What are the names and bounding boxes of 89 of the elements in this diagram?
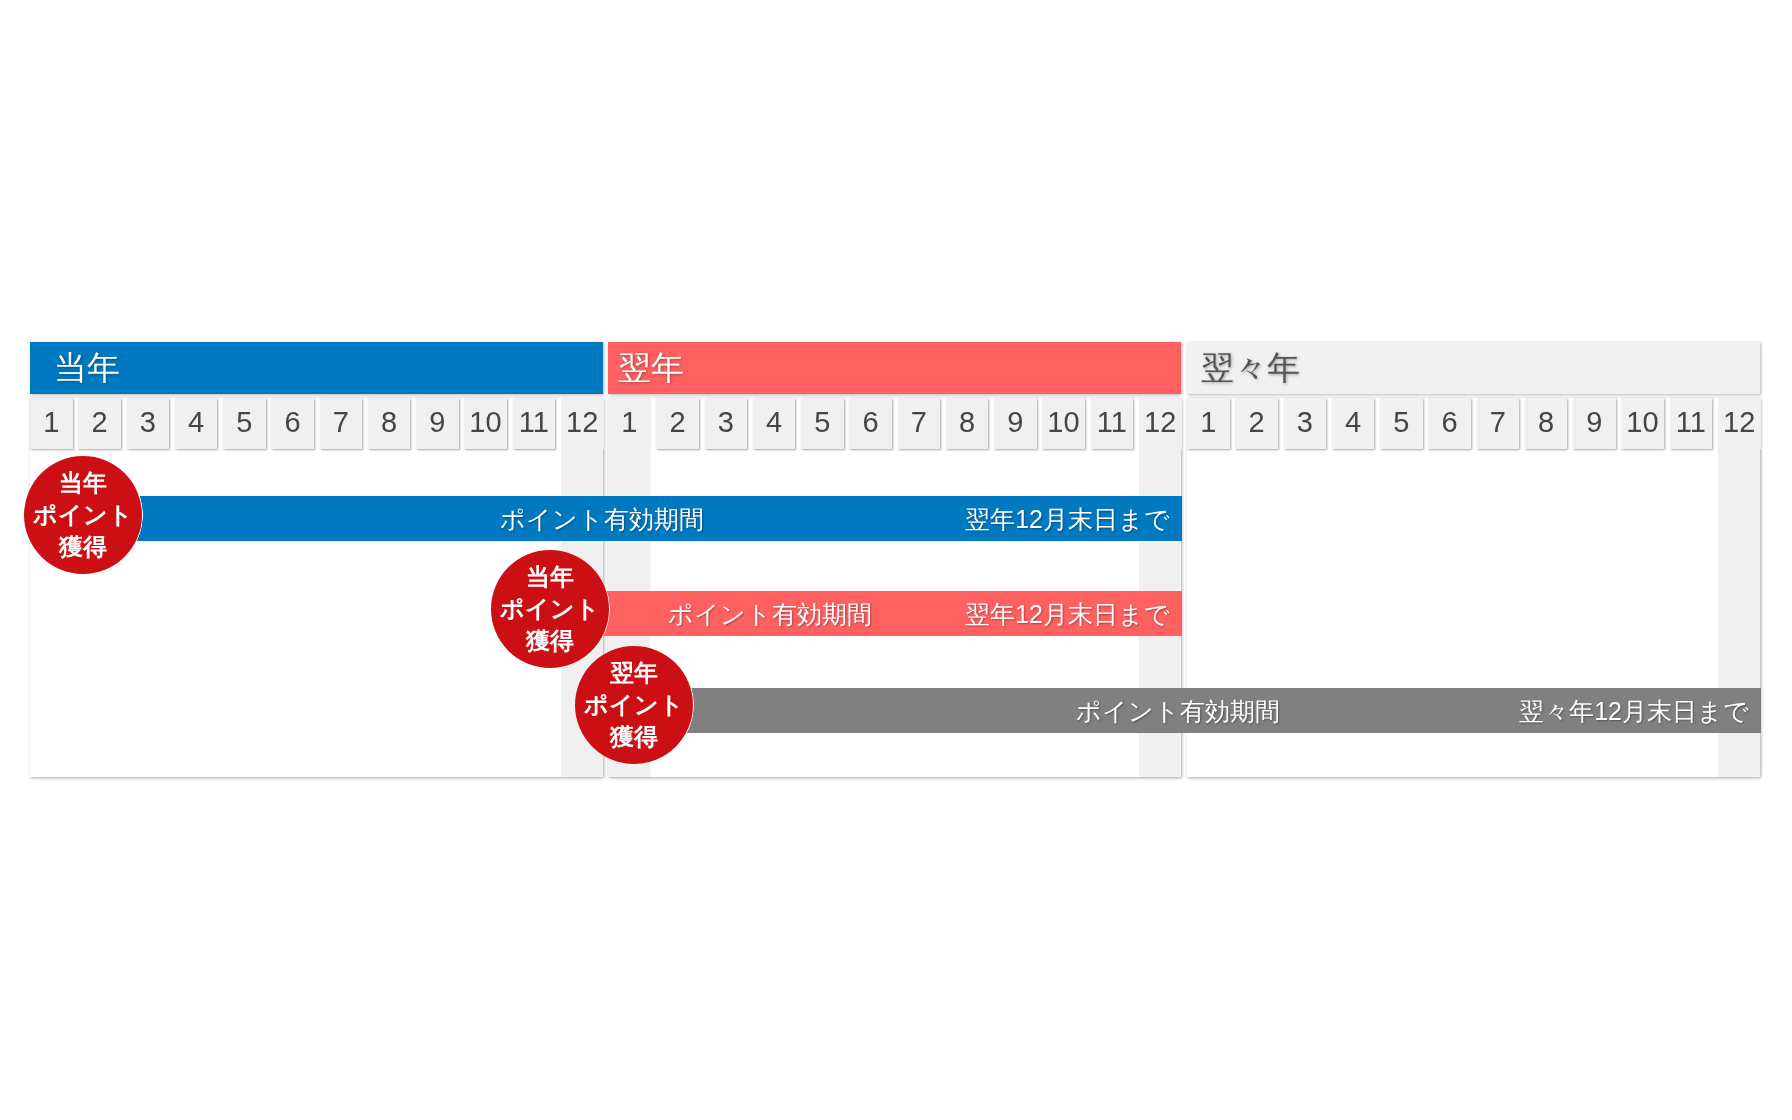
month-cell bbox=[416, 398, 459, 449]
month-number: 2 bbox=[669, 406, 686, 440]
month-cell bbox=[1235, 398, 1278, 449]
month-number: 1 bbox=[621, 406, 638, 440]
month-number: 9 bbox=[429, 406, 446, 440]
month-number: 3 bbox=[139, 406, 156, 440]
month-cell bbox=[1621, 398, 1664, 449]
month-cell bbox=[223, 398, 266, 449]
month-number: 10 bbox=[1626, 406, 1659, 440]
month-number: 3 bbox=[717, 406, 734, 440]
year-label: 当年 bbox=[54, 349, 120, 387]
badge-label: 翌年ポイント獲得 bbox=[584, 658, 684, 752]
month-cell bbox=[367, 398, 411, 449]
month-number: 9 bbox=[1007, 406, 1024, 440]
badge-label: 当年ポイント獲得 bbox=[500, 562, 600, 656]
month-cell bbox=[1138, 398, 1182, 449]
month-number: 5 bbox=[1393, 406, 1410, 440]
period-label: ポイント有効期間 bbox=[500, 503, 704, 534]
month-number: 9 bbox=[1586, 406, 1603, 440]
badge-label: 当年ポイント獲得 bbox=[33, 468, 133, 562]
month-number: 8 bbox=[958, 406, 976, 440]
month-cell bbox=[897, 398, 940, 449]
month-number: 8 bbox=[380, 406, 398, 440]
deadline-label: 翌年12月末日まで bbox=[965, 503, 1170, 534]
deadline-label: 翌々年12月末日まで bbox=[1519, 695, 1749, 726]
month-cell bbox=[1042, 398, 1085, 449]
month-number: 12 bbox=[566, 406, 599, 440]
period-label: ポイント有効期間 bbox=[668, 598, 872, 629]
month-cell bbox=[126, 398, 169, 449]
month-number: 1 bbox=[43, 406, 60, 440]
month-cell bbox=[1380, 398, 1423, 449]
month-cell bbox=[1428, 398, 1471, 449]
month-cell bbox=[945, 398, 989, 449]
month-cell bbox=[30, 398, 73, 449]
year-header-band bbox=[1187, 342, 1760, 394]
month-number: 7 bbox=[910, 406, 927, 440]
month-number: 4 bbox=[1344, 406, 1362, 440]
month-cell bbox=[174, 398, 218, 449]
year-label: 翌々年 bbox=[1201, 349, 1300, 387]
month-cell bbox=[1717, 398, 1761, 449]
validity-period-bar bbox=[685, 688, 1761, 733]
month-cell bbox=[512, 398, 555, 449]
year-header-band bbox=[30, 342, 603, 394]
month-number: 7 bbox=[332, 406, 349, 440]
month-cell bbox=[994, 398, 1037, 449]
month-number: 4 bbox=[187, 406, 205, 440]
month-cell bbox=[1090, 398, 1133, 449]
month-cell bbox=[1187, 398, 1230, 449]
month-cell bbox=[704, 398, 747, 449]
month-number: 6 bbox=[284, 406, 301, 440]
month-number: 7 bbox=[1489, 406, 1506, 440]
validity-period-bar bbox=[602, 591, 1182, 636]
year-header-band bbox=[608, 342, 1181, 394]
month-cell bbox=[560, 398, 604, 449]
month-cell bbox=[271, 398, 314, 449]
month-cell bbox=[1283, 398, 1326, 449]
month-cell bbox=[319, 398, 362, 449]
month-number: 6 bbox=[862, 406, 879, 440]
month-cell bbox=[464, 398, 507, 449]
month-cell bbox=[656, 398, 699, 449]
month-cell bbox=[849, 398, 892, 449]
month-number: 8 bbox=[1537, 406, 1555, 440]
month-number: 1 bbox=[1200, 406, 1217, 440]
month-number: 3 bbox=[1296, 406, 1313, 440]
month-cell bbox=[1476, 398, 1519, 449]
month-cell bbox=[1573, 398, 1616, 449]
month-cell bbox=[801, 398, 844, 449]
month-number: 12 bbox=[1723, 406, 1756, 440]
month-cell bbox=[752, 398, 796, 449]
month-cell bbox=[1331, 398, 1375, 449]
month-number: 5 bbox=[814, 406, 831, 440]
month-number: 10 bbox=[1047, 406, 1080, 440]
year-label: 翌年 bbox=[618, 349, 684, 387]
month-number: 2 bbox=[1248, 406, 1265, 440]
month-number: 5 bbox=[236, 406, 253, 440]
month-number: 12 bbox=[1144, 406, 1177, 440]
validity-period-bar bbox=[135, 496, 1182, 541]
month-number: 6 bbox=[1441, 406, 1458, 440]
month-number: 10 bbox=[469, 406, 502, 440]
month-cell bbox=[78, 398, 121, 449]
month-cell bbox=[1669, 398, 1712, 449]
month-cell bbox=[1524, 398, 1568, 449]
period-label: ポイント有効期間 bbox=[1076, 695, 1280, 726]
month-number: 11 bbox=[518, 406, 549, 440]
deadline-label: 翌年12月末日まで bbox=[965, 598, 1170, 629]
month-number: 4 bbox=[765, 406, 783, 440]
month-number: 11 bbox=[1096, 406, 1127, 440]
month-number: 11 bbox=[1675, 406, 1706, 440]
month-number: 2 bbox=[91, 406, 108, 440]
